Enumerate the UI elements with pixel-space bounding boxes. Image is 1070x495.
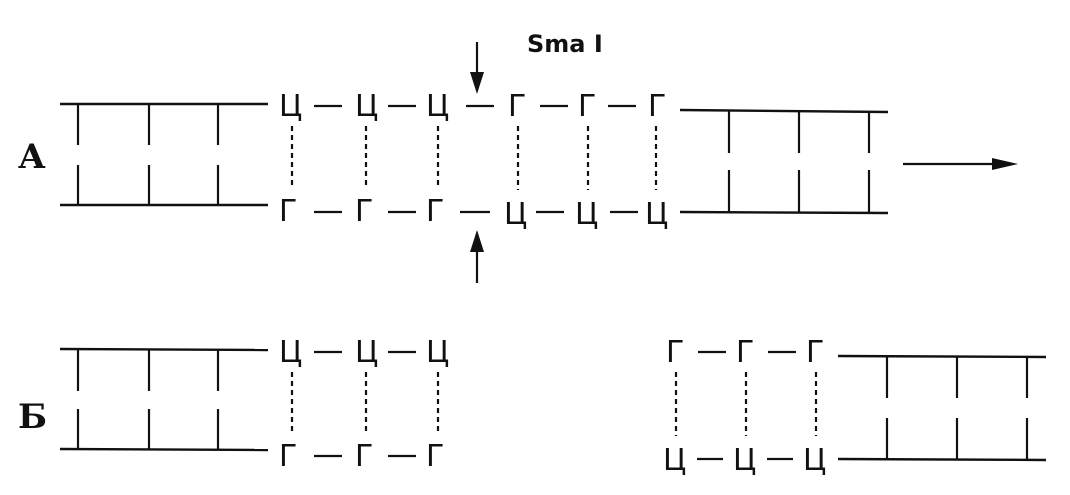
base-top-1: Ц [279, 89, 302, 124]
panel-b: Б Ц Ц Ц Г Г [18, 335, 1047, 478]
base-top-5: Г [578, 89, 596, 124]
panel-a-label: А [18, 137, 46, 177]
base-top-2: Г [736, 335, 754, 370]
bottom-strand-right [837, 457, 1047, 462]
top-strand-left [59, 347, 269, 352]
top-strand-right [837, 354, 1047, 359]
base-bottom-1: Г [279, 439, 297, 474]
base-bottom-5: Ц [575, 197, 598, 232]
panel-a-site: Ц Ц Ц Г Г Г Г Г Г [279, 89, 668, 232]
panel-b-left-fragment: Ц Ц Ц Г Г Г [59, 335, 449, 474]
base-top-2: Ц [355, 89, 378, 124]
cut-site-arrows [470, 42, 484, 283]
base-bottom-1: Ц [663, 443, 686, 478]
base-bottom-3: Г [426, 439, 444, 474]
base-bottom-2: Ц [733, 443, 756, 478]
base-bottom-3: Ц [803, 443, 826, 478]
base-top-1: Ц [279, 335, 302, 370]
base-bottom-4: Ц [504, 197, 527, 232]
panel-a: А Ц Ц Ц Г Г [18, 30, 1018, 283]
panel-b-right-fragment: Г Г Г Ц Ц Ц [663, 335, 1047, 478]
bottom-cut-arrowhead [470, 230, 484, 252]
process-arrowhead [992, 158, 1018, 170]
base-top-4: Г [508, 89, 526, 124]
enzyme-label: Sma I [527, 30, 603, 58]
base-bottom-2: Г [355, 194, 373, 229]
bottom-strand-right [679, 210, 889, 215]
process-arrow [903, 158, 1018, 170]
base-top-3: Г [806, 335, 824, 370]
base-top-2: Ц [355, 335, 378, 370]
panel-a-right-duplex [679, 108, 889, 215]
top-strand-right [679, 108, 889, 114]
base-top-1: Г [666, 335, 684, 370]
bottom-strand-left [59, 447, 269, 452]
base-top-3: Ц [426, 89, 449, 124]
base-bottom-2: Г [355, 439, 373, 474]
panel-b-label: Б [18, 397, 47, 437]
base-top-3: Ц [426, 335, 449, 370]
base-bottom-3: Г [426, 194, 444, 229]
panel-a-left-duplex [60, 102, 268, 207]
base-top-6: Г [648, 89, 666, 124]
base-bottom-1: Г [279, 194, 297, 229]
base-bottom-6: Ц [645, 197, 668, 232]
top-cut-arrowhead [470, 72, 484, 94]
